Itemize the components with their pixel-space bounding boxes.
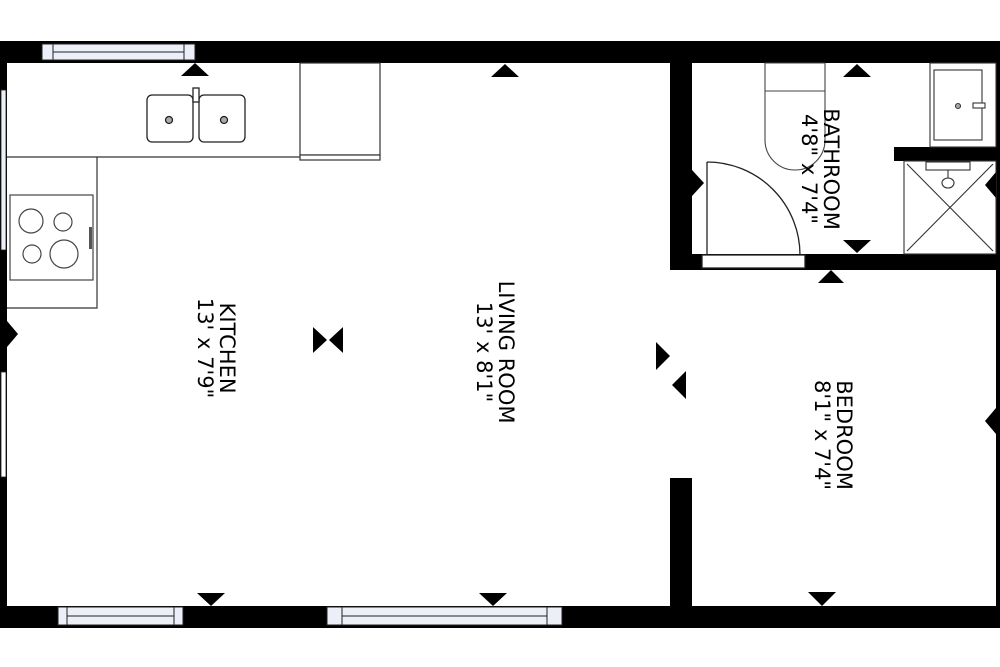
window-left <box>0 89 7 251</box>
window-bottom-kitchen <box>57 606 184 626</box>
room-label-bedroom: BEDROOM 8'1" x 7'4" <box>810 345 857 525</box>
room-name: BEDROOM <box>832 380 857 490</box>
room-label-kitchen: KITCHEN 13' x 7'9" <box>193 258 240 438</box>
room-label-bathroom: BATHROOM 4'8" x 7'4" <box>797 89 844 249</box>
kitchen-counter <box>7 156 300 309</box>
kitchen-sink <box>146 87 246 143</box>
stove <box>9 194 94 281</box>
toilet <box>764 62 826 171</box>
markers <box>7 63 996 606</box>
bathroom-sink <box>929 62 997 148</box>
room-dimensions: 8'1" x 7'4" <box>810 380 834 491</box>
bathroom-door <box>701 161 806 269</box>
room-name: BATHROOM <box>819 108 844 230</box>
room-name: KITCHEN <box>215 302 240 394</box>
window-top-kitchen <box>41 43 196 61</box>
door-opening-left <box>0 371 7 478</box>
shower <box>903 160 997 255</box>
room-dimensions: 13' x 7'9" <box>193 297 217 399</box>
refrigerator <box>299 62 381 161</box>
window-bottom-living <box>326 606 563 626</box>
room-dimensions: 4'8" x 7'4" <box>797 114 821 225</box>
room-name: LIVING ROOM <box>494 280 519 424</box>
room-label-living-room: LIVING ROOM 13' x 8'1" <box>472 252 519 452</box>
room-dimensions: 13' x 8'1" <box>472 301 496 403</box>
